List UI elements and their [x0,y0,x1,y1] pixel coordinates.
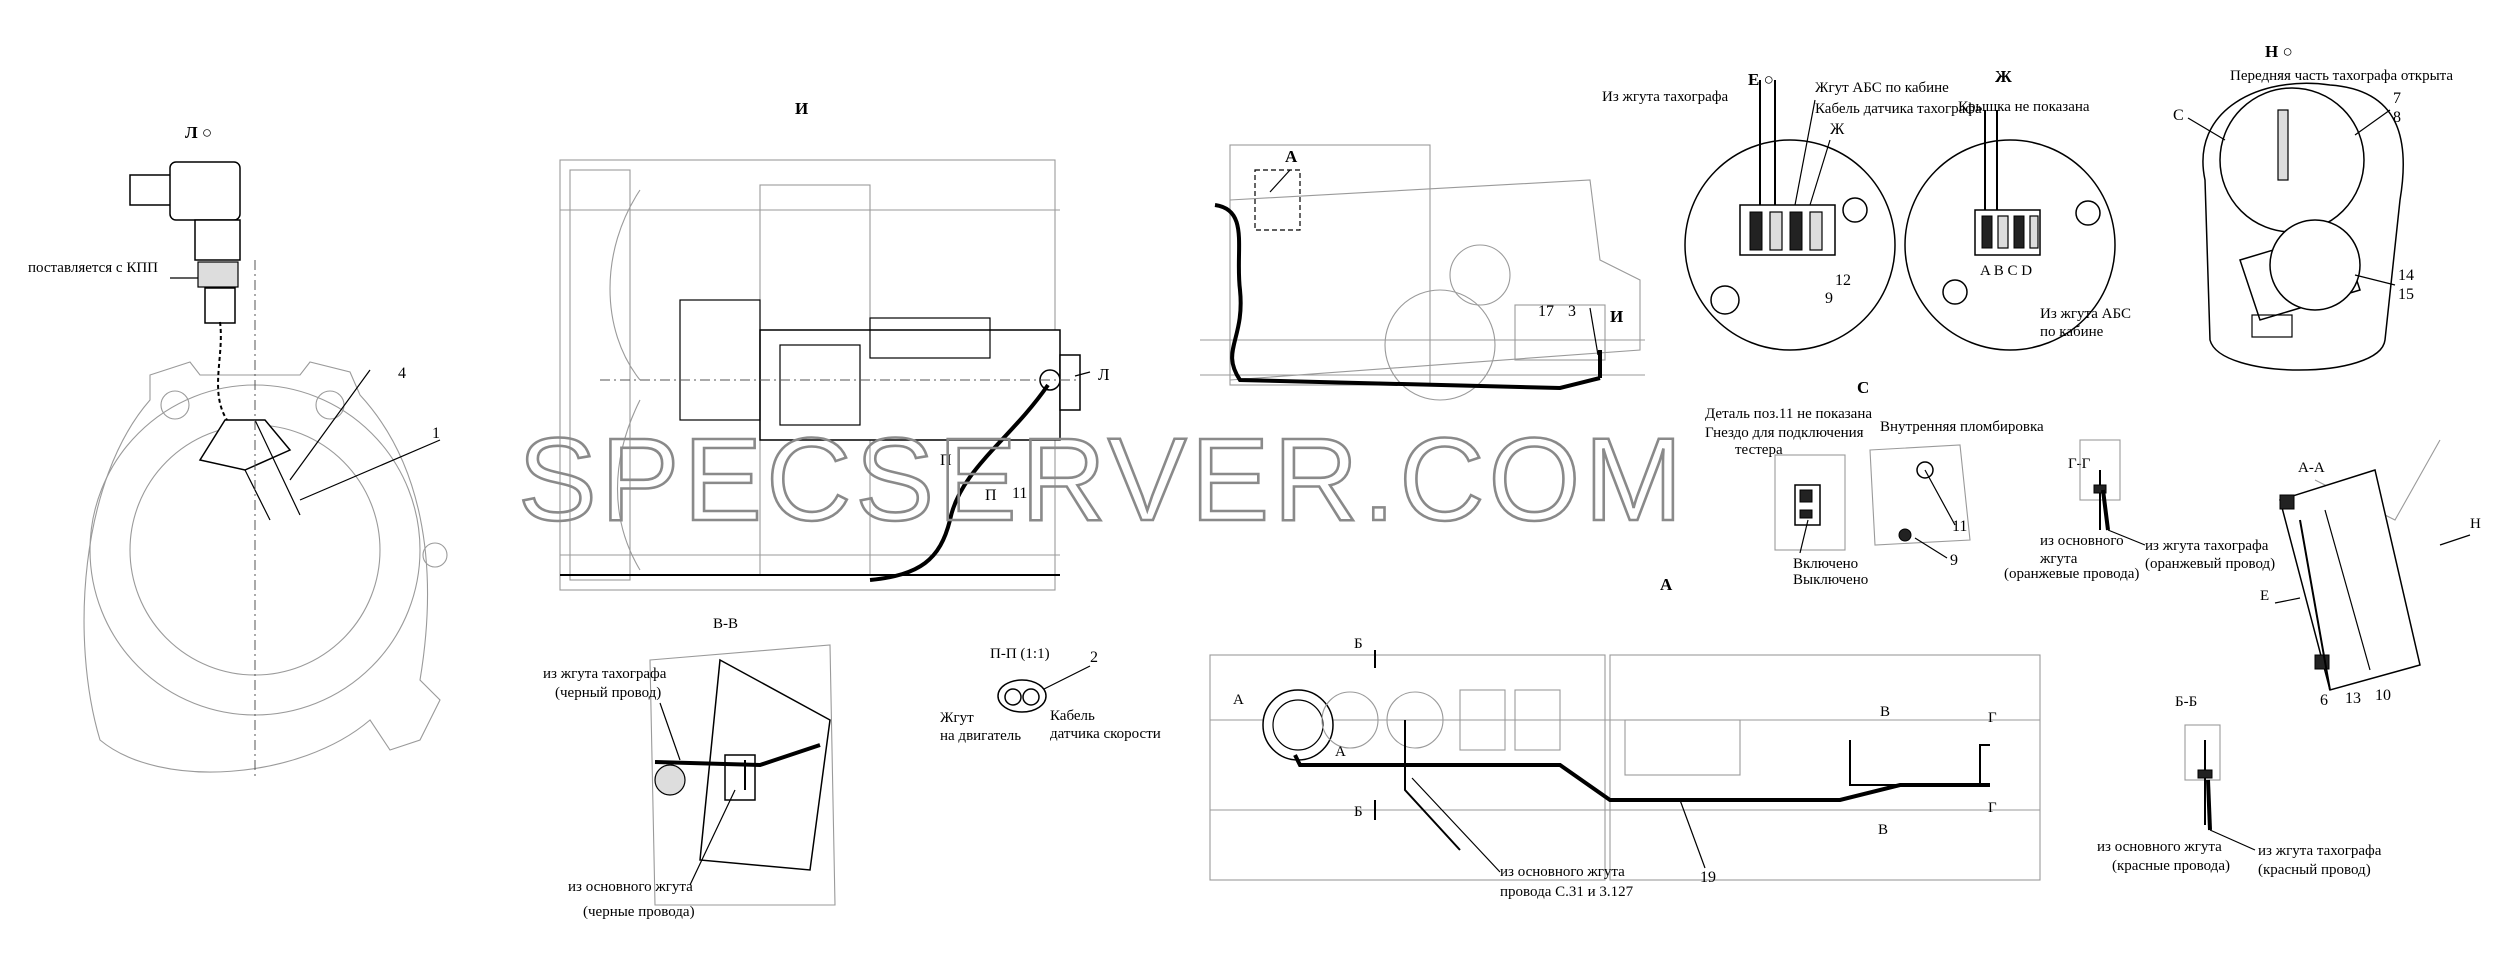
view-e-callout-9: 9 [1825,290,1833,307]
gg-from-tacho-1: из жгута тахографа [2145,538,2269,554]
pp-harness-1: Жгут [940,710,974,726]
view-h: Н ○ Передняя часть тахографа открыта С 7… [2173,42,2453,371]
view-i-p-left: П [940,452,952,469]
main-view-i: И [1610,307,1623,326]
view-zh-title: Ж [1995,67,2012,86]
label-cover-not-shown: Крышка не показана [1958,99,2090,115]
view-c-callout-11: 11 [1952,518,1967,535]
view-aa: А-А Н Е 6 13 10 [2260,439,2481,709]
dash-v-2: В [1878,822,1888,838]
view-aa-e: Е [2260,588,2269,604]
label-sensor-cable: Кабель датчика тахографа [1815,101,1982,117]
view-e-zh: Ж [1830,121,1845,138]
gg-from-main-3: (оранжевые провода) [2004,566,2139,582]
label-from-tacho-harness: Из жгута тахографа [1602,89,1729,105]
view-l-title: Л ○ [185,123,212,142]
vv-from-tacho-1: из жгута тахографа [543,666,667,682]
label-abs-harness: Жгут АБС по кабине [1815,80,1949,96]
view-e-title: Е ○ [1748,70,1774,89]
callout-1: 1 [432,425,440,442]
callout-3: 3 [1568,303,1576,320]
label-from-abs-2: по кабине [2040,324,2104,340]
view-i-callout-11: 11 [1012,485,1027,502]
bb-from-tacho-2: (красный провод) [2258,862,2371,878]
view-gg-title: Г-Г [2068,456,2091,472]
vv-from-main-2: (черные провода) [583,904,695,920]
callout-15: 15 [2398,286,2414,303]
view-zh: Ж Крышка не показана A B C D Из жгута АБ… [1904,67,2131,351]
view-bb-title: Б-Б [2175,694,2197,710]
view-aa-title: А-А [2298,460,2325,476]
view-aa-h: Н [2470,516,2481,532]
view-i-arrow-label: Л [1098,365,1110,384]
aa-callout-13: 13 [2345,690,2361,707]
dash-b-top: Б [1354,636,1363,652]
callout-17: 17 [1538,303,1554,320]
dash-a-2: А [1335,744,1346,760]
vv-from-main-1: из основного жгута [568,879,693,895]
dash-g-2: Г [1988,800,1997,816]
label-front-open: Передняя часть тахографа открыта [2230,68,2453,84]
pp-cable-1: Кабель [1050,708,1095,724]
pin-letters: A B C D [1980,263,2032,279]
dash-g-1: Г [1988,710,1997,726]
callout-4: 4 [398,365,406,382]
view-h-c: С [2173,107,2184,124]
view-vv: В-В из жгута тахографа (черный провод) и… [543,616,836,920]
view-main-side: А 17 3 И [1200,144,1645,401]
view-i: И Л П 11 П [559,99,1110,591]
gg-from-tacho-2: (оранжевый провод) [2145,556,2275,572]
view-e: Е ○ Из жгута тахографа Жгут АБС по кабин… [1602,70,1982,351]
view-dashboard: Б Б А А В В Г Г из основного жгута прово… [1209,636,2041,900]
view-c-callout-9: 9 [1950,552,1958,569]
aa-callout-10: 10 [2375,687,2391,704]
label-tester-socket-2: тестера [1735,442,1783,458]
vv-from-tacho-2: (черный провод) [555,685,661,701]
label-detail-11-not-shown: Деталь поз.11 не показана [1705,406,1872,422]
dash-b-bottom: Б [1354,804,1363,820]
view-h-title: Н ○ [2265,42,2293,61]
view-i-title: И [795,99,808,118]
callout-12: 12 [1835,272,1851,289]
bb-from-tacho-1: из жгута тахографа [2258,843,2382,859]
gg-from-main-2: жгута [2039,551,2078,567]
dash-a-1: А [1233,692,1244,708]
view-pp: П-П (1:1) 2 Жгут на двигатель Кабель дат… [940,646,1161,744]
bb-from-main-2: (красные провода) [2112,858,2230,874]
view-vv-title: В-В [713,616,738,632]
aa-callout-6: 6 [2320,692,2328,709]
callout-19: 19 [1700,869,1716,886]
label-internal-seal: Внутренняя пломбировка [1880,419,2044,435]
pp-cable-2: датчика скорости [1050,726,1161,742]
view-l: Л ○ поставляется с КПП 4 1 [28,123,448,780]
label-from-abs-1: Из жгута АБС [2040,306,2131,322]
label-on: Включено [1793,556,1858,572]
label-supplied-with-gearbox: поставляется с КПП [28,260,158,276]
label-tester-socket-1: Гнездо для подключения [1705,425,1864,441]
label-off: Выключено [1793,572,1868,588]
dash-from-main-2: провода С.31 и 3.127 [1500,884,1634,900]
view-pp-title: П-П (1:1) [990,646,1050,662]
watermark: SPECSERVER.COM [518,414,1687,546]
view-c-title: С [1857,378,1869,397]
pp-callout-2: 2 [1090,649,1098,666]
view-bb: Б-Б из основного жгута (красные провода)… [2097,694,2382,878]
callout-7: 7 [2393,90,2401,107]
dash-v-1: В [1880,704,1890,720]
label-view-a: А [1660,575,1673,594]
view-c: С Деталь поз.11 не показана Гнездо для п… [1705,378,2044,588]
view-gg: Г-Г из основного жгута (оранжевые провод… [2004,439,2275,582]
callout-8: 8 [2393,109,2401,126]
callout-14: 14 [2398,267,2414,284]
pp-harness-2: на двигатель [940,728,1021,744]
bb-from-main-1: из основного жгута [2097,839,2222,855]
gg-from-main-1: из основного [2040,533,2124,549]
dash-from-main-1: из основного жгута [1500,864,1625,880]
main-view-a: А [1285,147,1298,166]
view-i-p-right: П [985,487,997,504]
